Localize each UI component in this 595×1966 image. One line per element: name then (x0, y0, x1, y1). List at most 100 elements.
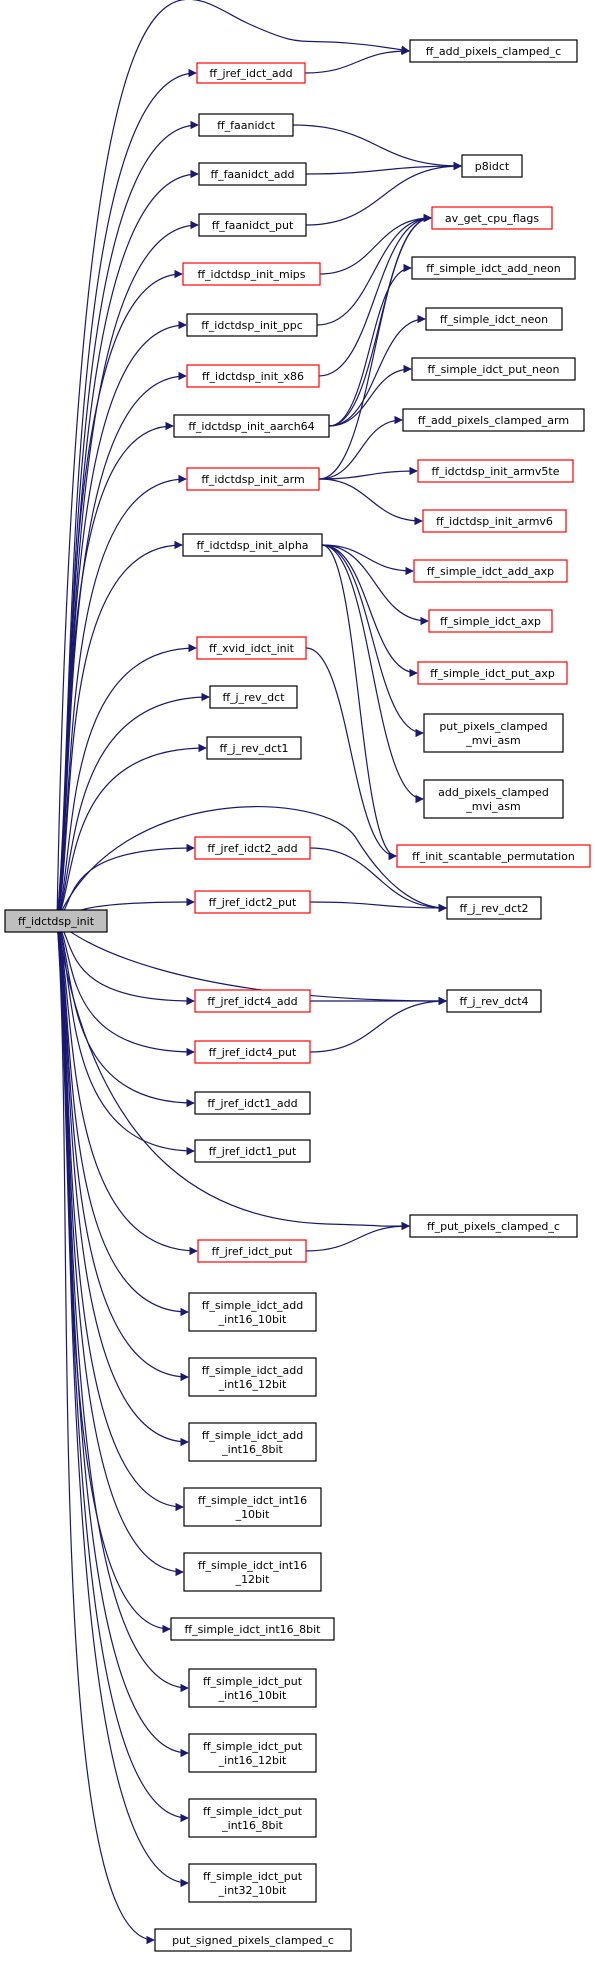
node-label-ff-simple-idct-put-neon: ff_simple_idct_put_neon (428, 363, 560, 376)
node-box-ff-jref-idct1-add (194, 1091, 311, 1115)
node-box-ff-simple-idct-put-int16-8bit (188, 1798, 317, 1838)
node-ff-init-scantable-permutation[interactable]: ff_init_scantable_permutation (396, 844, 591, 868)
node-label-add-pixels-clamped-mvi-asm-line-1: add_pixels_clamped (438, 786, 549, 799)
edge-ff-faanidct-to-p8idct (292, 124, 462, 171)
node-box-ff-j-rev-dct2 (446, 896, 542, 920)
edge-ff-idctdsp-init-alpha-to-put-pixels-clamped-mvi-asm (321, 544, 424, 738)
edge-ff-idctdsp-init-to-ff-j-rev-dct2 (56, 806, 447, 922)
node-ff-simple-idct-put-int32-10bit[interactable]: ff_simple_idct_put_int32_10bit (188, 1863, 317, 1903)
node-label-ff-idctdsp-init-armv5te: ff_idctdsp_init_armv5te (432, 465, 560, 478)
edge-ff-idctdsp-init-alpha-to-ff-simple-idct-put-axp (321, 544, 418, 678)
node-ff-faanidct-put[interactable]: ff_faanidct_put (198, 213, 307, 237)
node-ff-put-pixels-clamped-c[interactable]: ff_put_pixels_clamped_c (409, 1214, 578, 1238)
node-label-put-pixels-clamped-mvi-asm-line-2: _mvi_asm (465, 734, 520, 747)
node-ff-simple-idct-neon[interactable]: ff_simple_idct_neon (425, 307, 563, 331)
node-ff-j-rev-dct1[interactable]: ff_j_rev_dct1 (206, 736, 302, 760)
edge-ff-idctdsp-init-aarch64-to-ff-simple-idct-put-neon (328, 364, 412, 427)
edge-ff-idctdsp-init-arm-to-ff-add-pixels-clamped-arm (318, 415, 403, 480)
edge-ff-jref-idct2-add-to-ff-j-rev-dct2 (309, 847, 447, 913)
node-box-ff-put-pixels-clamped-c (409, 1214, 578, 1238)
node-box-ff-simple-idct-add-int16-8bit (188, 1422, 317, 1462)
edge-ff-idctdsp-init-arm-to-ff-idctdsp-init-armv5te (318, 466, 418, 480)
node-box-ff-simple-idct-add-axp (413, 559, 568, 583)
node-ff-simple-idct-add-int16-10bit[interactable]: ff_simple_idct_add_int16_10bit (188, 1292, 317, 1332)
node-ff-simple-idct-add-int16-12bit[interactable]: ff_simple_idct_add_int16_12bit (188, 1357, 317, 1397)
node-label-ff-simple-idct-put-int32-10bit-line-1: ff_simple_idct_put (203, 1870, 303, 1883)
node-box-add-pixels-clamped-mvi-asm (423, 779, 564, 819)
node-p8idct[interactable]: p8idct (461, 154, 523, 178)
edge-ff-idctdsp-init-aarch64-to-av-get-cpu-flags (328, 213, 432, 427)
node-put-signed-pixels-clamped-c[interactable]: put_signed_pixels_clamped_c (154, 1928, 352, 1952)
node-ff-simple-idct-int16-10bit[interactable]: ff_simple_idct_int16_10bit (183, 1487, 322, 1527)
node-ff-simple-idct-add-axp[interactable]: ff_simple_idct_add_axp (413, 559, 568, 583)
node-box-p8idct (461, 154, 523, 178)
node-ff-jref-idct1-put[interactable]: ff_jref_idct1_put (194, 1139, 311, 1163)
node-ff-idctdsp-init-mips[interactable]: ff_idctdsp_init_mips (182, 262, 321, 286)
edge-ff-jref-idct2-put-to-ff-j-rev-dct2 (309, 901, 447, 913)
node-ff-jref-idct2-put[interactable]: ff_jref_idct2_put (194, 890, 311, 914)
node-ff-simple-idct-put-neon[interactable]: ff_simple_idct_put_neon (411, 357, 576, 381)
node-ff-simple-idct-axp[interactable]: ff_simple_idct_axp (428, 609, 553, 633)
node-ff-jref-idct2-add[interactable]: ff_jref_idct2_add (194, 836, 311, 860)
node-ff-j-rev-dct[interactable]: ff_j_rev_dct (209, 685, 298, 709)
node-ff-idctdsp-init-armv5te[interactable]: ff_idctdsp_init_armv5te (417, 459, 574, 483)
node-ff-idctdsp-init-alpha[interactable]: ff_idctdsp_init_alpha (182, 533, 323, 557)
edge-ff-idctdsp-init-alpha-to-ff-simple-idct-add-axp (321, 544, 414, 576)
node-box-ff-idctdsp-init-mips (182, 262, 321, 286)
node-ff-xvid-idct-init[interactable]: ff_xvid_idct_init (196, 636, 307, 660)
node-label-ff-simple-idct-axp: ff_simple_idct_axp (440, 615, 541, 628)
node-put-pixels-clamped-mvi-asm[interactable]: put_pixels_clamped_mvi_asm (423, 713, 564, 753)
node-label-ff-simple-idct-int16-12bit-line-1: ff_simple_idct_int16 (198, 1559, 307, 1572)
node-box-ff-jref-idct2-add (194, 836, 311, 860)
node-box-ff-j-rev-dct (209, 685, 298, 709)
node-ff-simple-idct-int16-8bit[interactable]: ff_simple_idct_int16_8bit (170, 1617, 335, 1641)
node-box-ff-idctdsp-init-alpha (182, 533, 323, 557)
node-ff-jref-idct4-add[interactable]: ff_jref_idct4_add (194, 989, 311, 1013)
node-label-ff-idctdsp-init: ff_idctdsp_init (18, 915, 95, 928)
edge-ff-idctdsp-init-alpha-to-ff-simple-idct-axp (321, 544, 429, 626)
node-ff-j-rev-dct2[interactable]: ff_j_rev_dct2 (446, 896, 542, 920)
node-box-ff-simple-idct-add-neon (411, 256, 576, 280)
node-ff-idctdsp-init-arm[interactable]: ff_idctdsp_init_arm (186, 467, 320, 491)
node-av-get-cpu-flags[interactable]: av_get_cpu_flags (431, 206, 553, 230)
node-ff-add-pixels-clamped-c[interactable]: ff_add_pixels_clamped_c (409, 39, 578, 63)
node-ff-idctdsp-init[interactable]: ff_idctdsp_init (4, 909, 108, 933)
node-label-ff-jref-idct4-add: ff_jref_idct4_add (207, 995, 297, 1008)
node-ff-jref-idct4-put[interactable]: ff_jref_idct4_put (194, 1040, 311, 1064)
edge-ff-idctdsp-init-to-ff-add-pixels-clamped-c (56, 0, 410, 922)
node-ff-simple-idct-put-int16-8bit[interactable]: ff_simple_idct_put_int16_8bit (188, 1798, 317, 1838)
node-ff-simple-idct-int16-12bit[interactable]: ff_simple_idct_int16_12bit (183, 1552, 322, 1592)
node-box-ff-idctdsp-init-x86 (186, 364, 320, 388)
node-label-ff-simple-idct-add-int16-10bit-line-1: ff_simple_idct_add (202, 1299, 304, 1312)
node-ff-idctdsp-init-armv6[interactable]: ff_idctdsp_init_armv6 (422, 509, 567, 533)
node-box-ff-simple-idct-int16-12bit (183, 1552, 322, 1592)
node-ff-simple-idct-put-int16-10bit[interactable]: ff_simple_idct_put_int16_10bit (188, 1668, 317, 1708)
node-label-ff-simple-idct-add-int16-12bit-line-2: _int16_12bit (218, 1378, 287, 1391)
edge-ff-idctdsp-init-to-ff-j-rev-dct4 (56, 920, 447, 1006)
node-box-ff-idctdsp-init-armv6 (422, 509, 567, 533)
node-ff-simple-idct-put-axp[interactable]: ff_simple_idct_put_axp (417, 661, 568, 685)
node-ff-simple-idct-add-neon[interactable]: ff_simple_idct_add_neon (411, 256, 576, 280)
node-ff-jref-idct-put[interactable]: ff_jref_idct_put (197, 1239, 307, 1263)
node-label-ff-faanidct-add: ff_faanidct_add (210, 168, 294, 181)
node-box-ff-jref-idct4-add (194, 989, 311, 1013)
node-ff-idctdsp-init-aarch64[interactable]: ff_idctdsp_init_aarch64 (173, 414, 330, 438)
node-ff-jref-idct-add[interactable]: ff_jref_idct_add (196, 62, 306, 84)
node-ff-idctdsp-init-x86[interactable]: ff_idctdsp_init_x86 (186, 364, 320, 388)
node-ff-add-pixels-clamped-arm[interactable]: ff_add_pixels_clamped_arm (402, 408, 585, 432)
node-ff-idctdsp-init-ppc[interactable]: ff_idctdsp_init_ppc (186, 313, 318, 337)
node-ff-faanidct[interactable]: ff_faanidct (198, 113, 294, 137)
node-ff-j-rev-dct4[interactable]: ff_j_rev_dct4 (446, 989, 542, 1013)
node-ff-jref-idct1-add[interactable]: ff_jref_idct1_add (194, 1091, 311, 1115)
node-ff-simple-idct-put-int16-12bit[interactable]: ff_simple_idct_put_int16_12bit (188, 1733, 317, 1773)
node-label-put-signed-pixels-clamped-c: put_signed_pixels_clamped_c (172, 1934, 334, 1947)
node-ff-faanidct-add[interactable]: ff_faanidct_add (198, 162, 307, 186)
edge-ff-idctdsp-init-aarch64-to-ff-simple-idct-neon (328, 314, 426, 427)
node-add-pixels-clamped-mvi-asm[interactable]: add_pixels_clamped_mvi_asm (423, 779, 564, 819)
node-label-ff-faanidct-put: ff_faanidct_put (212, 219, 294, 232)
node-box-ff-idctdsp-init-armv5te (417, 459, 574, 483)
node-ff-simple-idct-add-int16-8bit[interactable]: ff_simple_idct_add_int16_8bit (188, 1422, 317, 1462)
node-box-ff-simple-idct-neon (425, 307, 563, 331)
edge-ff-xvid-idct-init-to-ff-init-scantable-permutation (305, 647, 397, 861)
